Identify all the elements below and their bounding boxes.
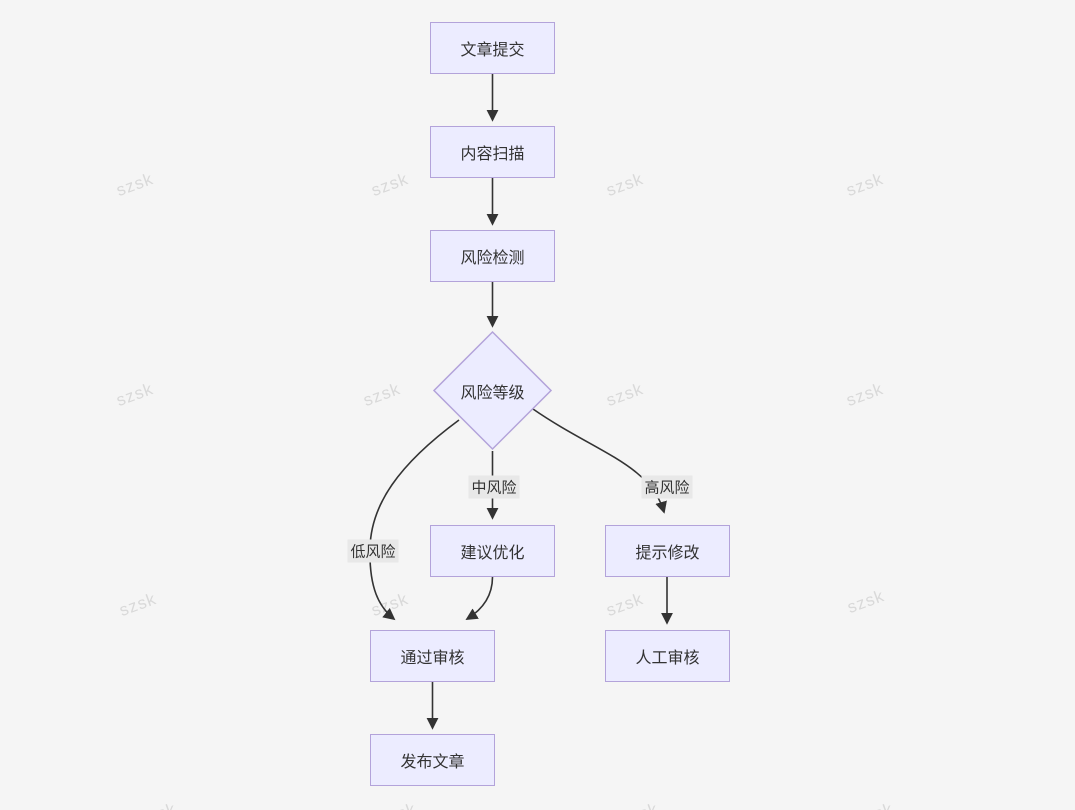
decision-diamond-shape — [432, 330, 553, 451]
node-content-scan: 内容扫描 — [430, 126, 555, 178]
node-prompt-modify: 提示修改 — [605, 525, 730, 577]
edge-label-high-risk: 高风险 — [641, 475, 693, 499]
node-pass-review: 通过审核 — [370, 630, 495, 682]
node-suggest-optimize: 建议优化 — [430, 525, 555, 577]
edge-optimize-pass — [465, 576, 494, 620]
node-risk-detect: 风险检测 — [430, 230, 555, 282]
edge-level-pass — [369, 419, 460, 621]
node-article-submit: 文章提交 — [430, 22, 555, 74]
edge-label-low-risk: 低风险 — [347, 539, 399, 563]
node-manual-review: 人工审核 — [605, 630, 730, 682]
edge-label-medium-risk: 中风险 — [468, 475, 520, 499]
node-risk-level: 风险等级 — [460, 384, 525, 402]
node-publish-article: 发布文章 — [370, 734, 495, 786]
